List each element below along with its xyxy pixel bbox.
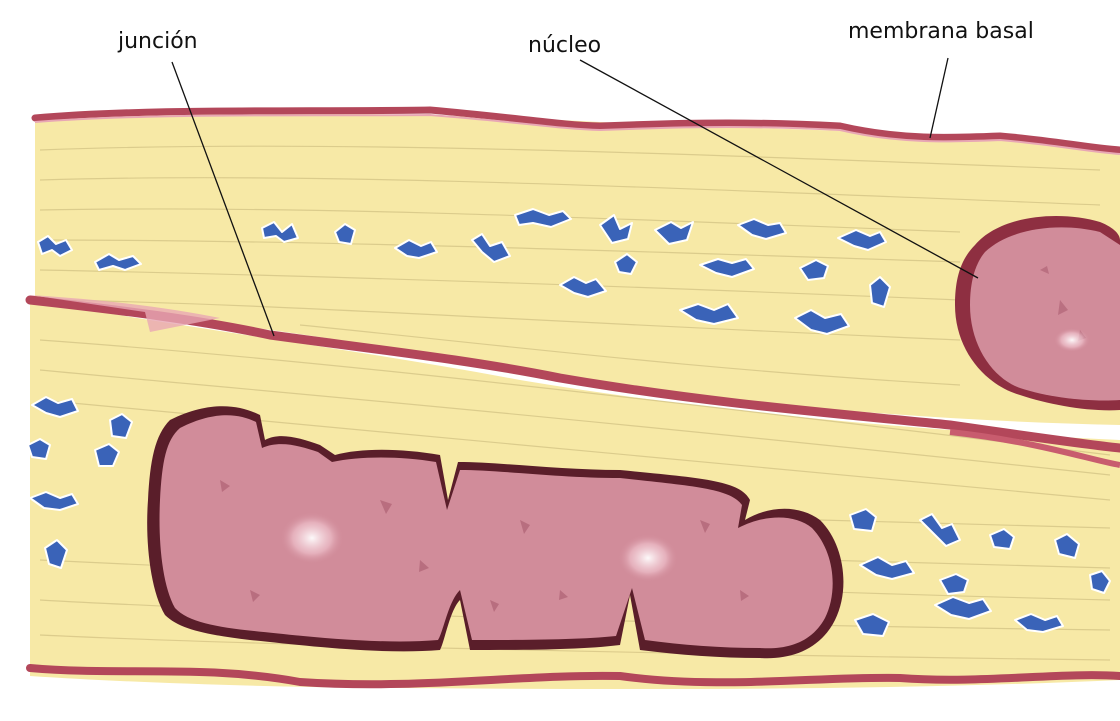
basal-membrane-leader-line: [930, 58, 948, 138]
nucleolus-right: [618, 534, 678, 582]
label-basal-membrane: membrana basal: [848, 19, 1034, 44]
label-junction: junción: [117, 29, 198, 54]
label-nucleus: núcleo: [528, 33, 601, 58]
nucleolus-left: [280, 512, 344, 564]
